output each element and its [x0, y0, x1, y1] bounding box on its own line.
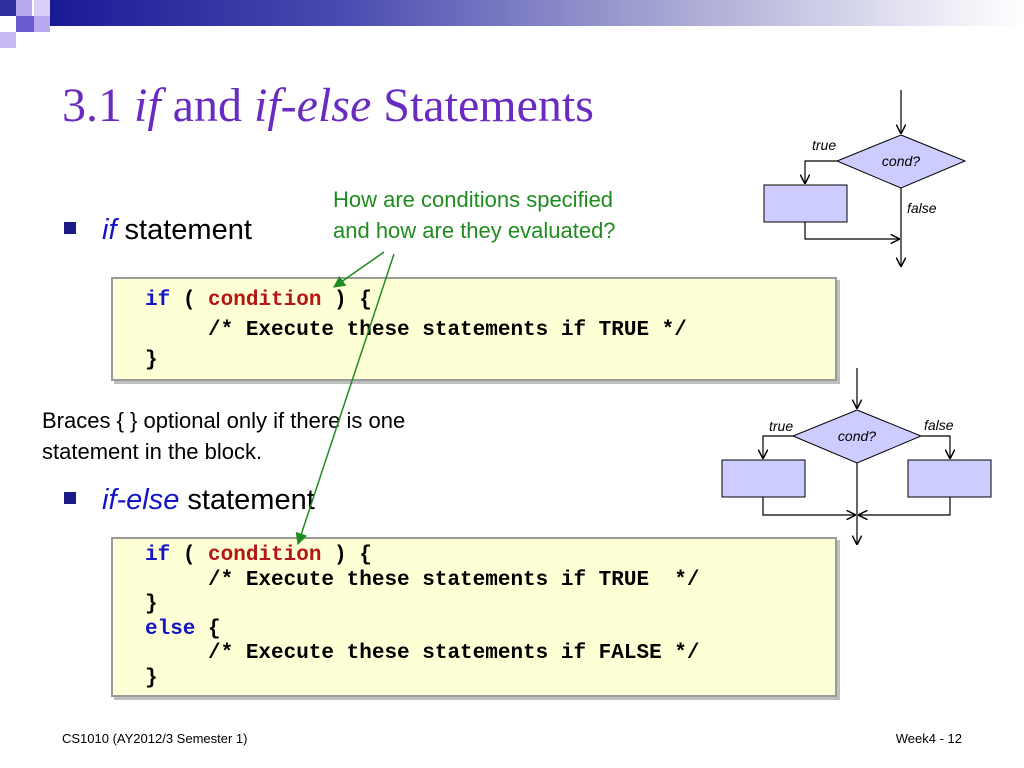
code-condition: condition [208, 289, 322, 312]
flow-arrow [762, 497, 855, 515]
code-line: /* Execute these statements if TRUE */ [145, 568, 700, 592]
false-label: false [924, 417, 954, 433]
footer-page: Week4 - 12 [895, 731, 962, 746]
code-block-if: if ( condition ) { /* Execute these stat… [111, 277, 837, 381]
decor-square [34, 16, 50, 32]
title-and: and [160, 79, 254, 132]
flowchart-ifelse: cond? true false [721, 368, 992, 544]
slide-title: 3.1 if and if-else Statements [62, 78, 594, 133]
braces-note: Braces { } optional only if there is one… [42, 405, 405, 467]
flowchart-if: cond? true false [763, 90, 967, 266]
true-label: true [812, 137, 836, 153]
code-line: } [145, 666, 158, 690]
code-line: if ( condition ) { [145, 286, 835, 316]
code-line: /* Execute these statements if FALSE */ [145, 642, 700, 666]
decor-square [16, 0, 32, 16]
code-block-ifelse: if ( condition ) { /* Execute these stat… [111, 537, 837, 697]
code-keyword: else [145, 617, 196, 641]
decor-square [34, 0, 50, 16]
code-line: } [145, 349, 158, 372]
title-if: if [134, 79, 161, 132]
true-label: true [769, 418, 793, 434]
note-arrow-ifelse [295, 253, 395, 546]
title-ifelse: if-else [253, 79, 372, 132]
false-label: false [907, 200, 937, 216]
code-line: if ( condition ) { [145, 544, 835, 569]
question-line: How are conditions specified [333, 187, 614, 212]
code-line: } [145, 593, 158, 617]
bullet-keyword: if [102, 214, 117, 246]
top-gradient-band [50, 0, 1024, 26]
flow-arrow [805, 160, 837, 183]
flow-arrow [763, 435, 793, 458]
code-keyword: if [145, 544, 171, 567]
code-token: ) { [321, 289, 372, 312]
code-condition: condition [208, 544, 322, 567]
title-prefix: 3.1 [62, 79, 134, 132]
bullet-keyword: if-else [102, 484, 180, 516]
code-token: ( [170, 544, 209, 567]
code-line: else { [145, 618, 835, 643]
bullet-square-icon [64, 222, 76, 235]
bullet-text: statement [179, 484, 315, 516]
false-statement-box [907, 459, 992, 498]
flow-arrow [804, 222, 899, 239]
flow-arrow [859, 497, 951, 515]
bullet-text: statement [116, 214, 252, 246]
code-token: { [195, 617, 221, 641]
braces-line: statement in the block. [42, 439, 263, 464]
question-line: and how are they evaluated? [333, 218, 616, 243]
footer-course: CS1010 (AY2012/3 Semester 1) [62, 731, 248, 746]
question-note: How are conditions specified and how are… [333, 184, 673, 246]
code-line: /* Execute these statements if TRUE */ [145, 319, 687, 342]
code-token: ( [170, 289, 209, 312]
flow-arrow [921, 435, 950, 458]
decision-label: cond? [838, 428, 876, 444]
true-statement-box [721, 459, 806, 498]
bullet-square-icon [64, 492, 76, 505]
decision-label: cond? [882, 153, 920, 169]
decor-square [0, 0, 16, 16]
bullet-if-statement: if statement [64, 214, 252, 247]
bullet-ifelse-statement: if-else statement [64, 484, 315, 517]
decor-square [0, 32, 16, 48]
statement-box [763, 184, 848, 223]
code-token: ) { [321, 544, 372, 567]
note-arrow-if [333, 251, 385, 288]
braces-line: Braces { } optional only if there is one [42, 408, 406, 433]
title-suffix: Statements [371, 79, 594, 132]
decor-square [16, 16, 34, 32]
code-keyword: if [145, 289, 171, 312]
top-decoration [0, 0, 1024, 48]
